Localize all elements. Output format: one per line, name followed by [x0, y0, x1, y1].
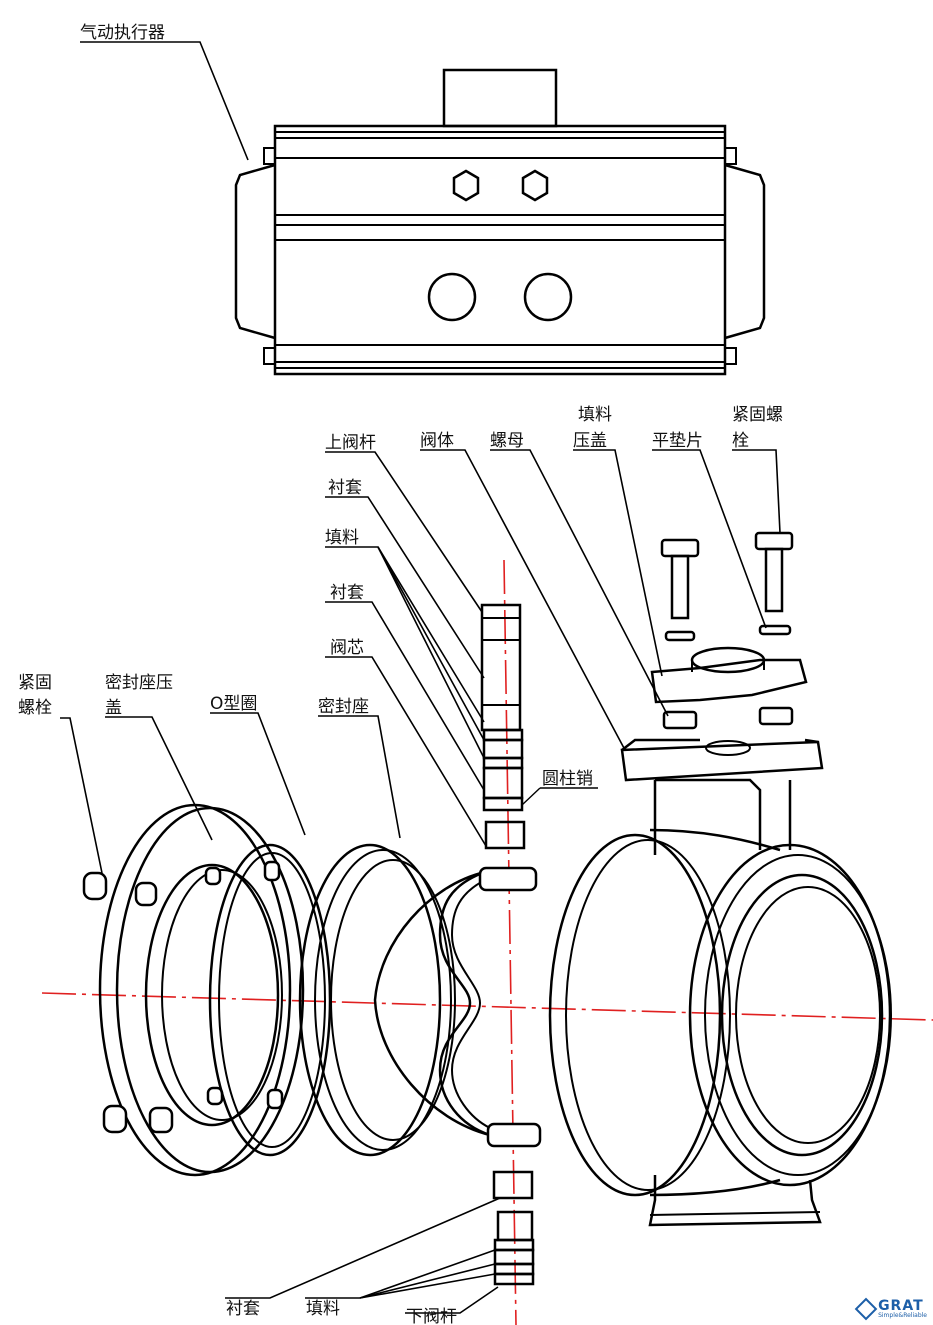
leader-lines [60, 41, 781, 1314]
label-bushing-2: 衬套 [330, 583, 364, 603]
grat-logo-icon [854, 1297, 878, 1321]
label-packing-bottom: 填料 [306, 1299, 340, 1319]
label-nut: 螺母 [490, 431, 524, 451]
label-lower-stem: 下阀杆 [406, 1307, 457, 1325]
label-bushing-bottom: 衬套 [226, 1299, 260, 1319]
nuts [662, 706, 794, 730]
label-bolt-left-line1: 紧固 [18, 673, 52, 693]
label-gland-line1: 填料 [578, 405, 612, 425]
vertical-center-axis [503, 559, 517, 1325]
label-body: 阀体 [420, 431, 454, 451]
label-flat-washer: 平垫片 [652, 431, 703, 451]
label-pin: 圆柱销 [542, 769, 593, 789]
top-bolts [660, 531, 794, 620]
packing-gland [650, 646, 808, 704]
pneumatic-actuator [234, 68, 766, 376]
label-bolt-top-line1: 紧固螺 [732, 405, 783, 425]
label-seat-cover-line1: 密封座压 [105, 673, 173, 693]
flat-washers [664, 624, 792, 642]
seat-cover [82, 803, 305, 1177]
label-bushing-1: 衬套 [328, 478, 362, 498]
label-gland-line2: 压盖 [573, 431, 607, 451]
lower-stem [492, 1170, 535, 1286]
label-packing-1: 填料 [325, 528, 359, 548]
label-actuator: 气动执行器 [80, 23, 165, 43]
grat-logo: GRAT Simple&Reliable [854, 1297, 927, 1321]
label-disc: 阀芯 [330, 638, 364, 658]
label-bolt-top-line2: 栓 [732, 431, 749, 451]
label-o-ring: O型圈 [210, 694, 257, 714]
logo-slogan: Simple&Reliable [878, 1312, 927, 1319]
bolt-heads-left [82, 860, 284, 1134]
horizontal-center-axis [41, 992, 933, 1021]
seal-seat [298, 843, 456, 1157]
label-seat: 密封座 [318, 697, 369, 717]
upper-stem [480, 603, 541, 850]
label-seat-cover-line2: 盖 [105, 698, 122, 718]
label-bolt-left-line2: 螺栓 [18, 698, 52, 718]
part-labels: 气动执行器 上阀杆 阀体 螺母 填料 压盖 平垫片 紧固螺 栓 衬套 填料 衬套… [18, 23, 783, 1325]
valve-disc [373, 866, 542, 1148]
logo-brand: GRAT [878, 1298, 924, 1314]
label-upper-stem: 上阀杆 [325, 433, 376, 453]
valve-body [548, 738, 892, 1227]
